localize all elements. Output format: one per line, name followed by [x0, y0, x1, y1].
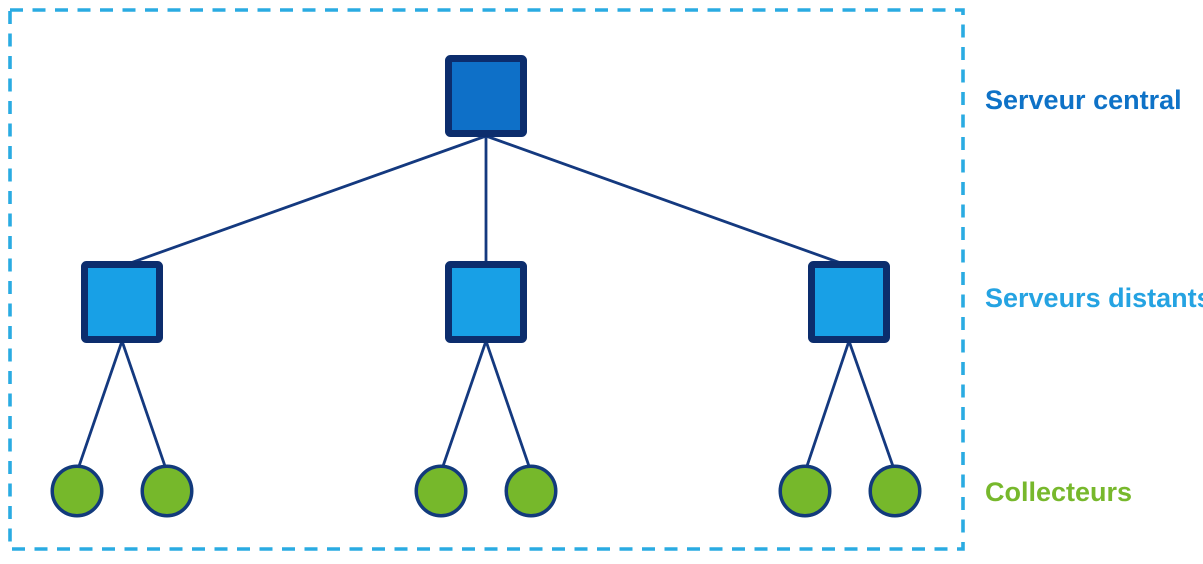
- central-server-node: [445, 55, 527, 137]
- collector-node-6: [868, 464, 922, 518]
- remote-servers-label: Serveurs distants: [985, 283, 1203, 313]
- dashed-frame: [8, 8, 965, 551]
- collector-node-4: [504, 464, 558, 518]
- connector-remote1-collector-1: [75, 340, 124, 473]
- collectors-label: Collecteurs: [985, 477, 1133, 507]
- connector-central-remote-3: [485, 134, 850, 268]
- connector-remote1-collector-2: [120, 340, 169, 473]
- connector-remote2-collector-4: [484, 340, 533, 473]
- connector-remote2-collector-3: [439, 340, 488, 473]
- collector-node-2: [140, 464, 194, 518]
- remote-server-node-1: [81, 261, 163, 343]
- collector-node-3: [414, 464, 468, 518]
- remote-server-node-3: [808, 261, 890, 343]
- connector-remote3-collector-5: [803, 340, 851, 473]
- remote-server-node-2: [445, 261, 527, 343]
- central-server-label: Serveur central: [985, 85, 1182, 115]
- connector-central-remote-1: [121, 134, 487, 268]
- connector-remote3-collector-6: [847, 340, 897, 473]
- collector-node-1: [50, 464, 104, 518]
- collector-node-5: [778, 464, 832, 518]
